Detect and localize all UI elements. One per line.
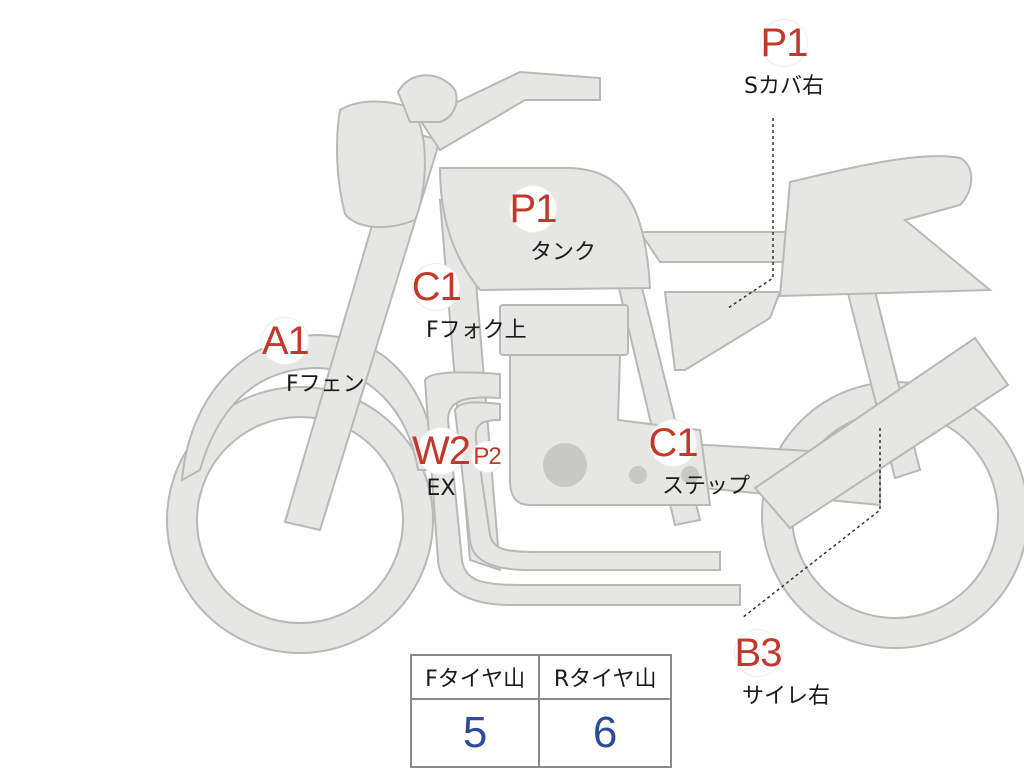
marker-code: P2: [472, 442, 502, 472]
rear-tire-header: Rタイヤ山: [538, 654, 672, 700]
footpeg-left: [629, 466, 647, 484]
exhaust-pipe-outer: [423, 371, 741, 606]
marker-code: C1: [411, 264, 462, 310]
marker-label: タンク: [530, 240, 597, 265]
tire-table-value-row: 5 6: [409, 698, 672, 768]
marker-side-cover-right: P1 Sカバ右: [744, 20, 824, 100]
marker-code: W2: [412, 428, 471, 474]
marker-exhaust: W2 EX: [412, 428, 471, 501]
front-tire-outer-edge: [166, 386, 434, 654]
front-tire-inner-edge: [196, 416, 404, 624]
marker-tank: P1 タンク: [470, 186, 596, 266]
marker-code: B3: [734, 630, 782, 676]
seat: [778, 155, 993, 298]
tire-tread-table: Fタイヤ山 Rタイヤ山 5 6: [409, 654, 672, 768]
marker-code: P1: [509, 186, 557, 232]
front-tire-tread-value: 5: [409, 698, 541, 768]
exhaust-pipe-inner: [453, 401, 721, 571]
marker-step: C1 ステップ: [596, 420, 750, 500]
handlebar: [418, 70, 601, 152]
marker-label: サイレ右: [742, 684, 831, 709]
marker-label: EX: [426, 476, 456, 501]
marker-code: A1: [261, 318, 310, 364]
side-cover-leader-line: [727, 118, 774, 309]
front-tire-header: Fタイヤ山: [409, 654, 541, 700]
headlight: [336, 100, 426, 229]
marker-label: ステップ: [662, 474, 751, 499]
engine-cover: [543, 443, 587, 487]
footpeg-right: [681, 466, 699, 484]
front-fork: [283, 128, 442, 532]
meter: [396, 74, 458, 123]
marker-p2: P2: [472, 442, 502, 472]
tire-table-header-row: Fタイヤ山 Rタイヤ山: [409, 654, 672, 700]
marker-front-fork-upper: C1 Fフォク上: [346, 264, 527, 344]
marker-muffler-right: B3 サイレ右: [686, 630, 830, 710]
marker-label: Fフェン: [286, 372, 365, 397]
muffler: [753, 336, 1010, 530]
marker-code: P1: [760, 20, 808, 66]
rear-tire-tread-value: 6: [538, 698, 672, 768]
marker-code: C1: [648, 420, 699, 466]
marker-front-fender: A1 Fフェン: [206, 318, 365, 398]
front-tire: [167, 387, 433, 653]
muffler-leader-line: [741, 428, 881, 619]
marker-label: Fフォク上: [426, 318, 527, 343]
marker-label: Sカバ右: [744, 74, 824, 99]
side-cover: [663, 291, 782, 371]
